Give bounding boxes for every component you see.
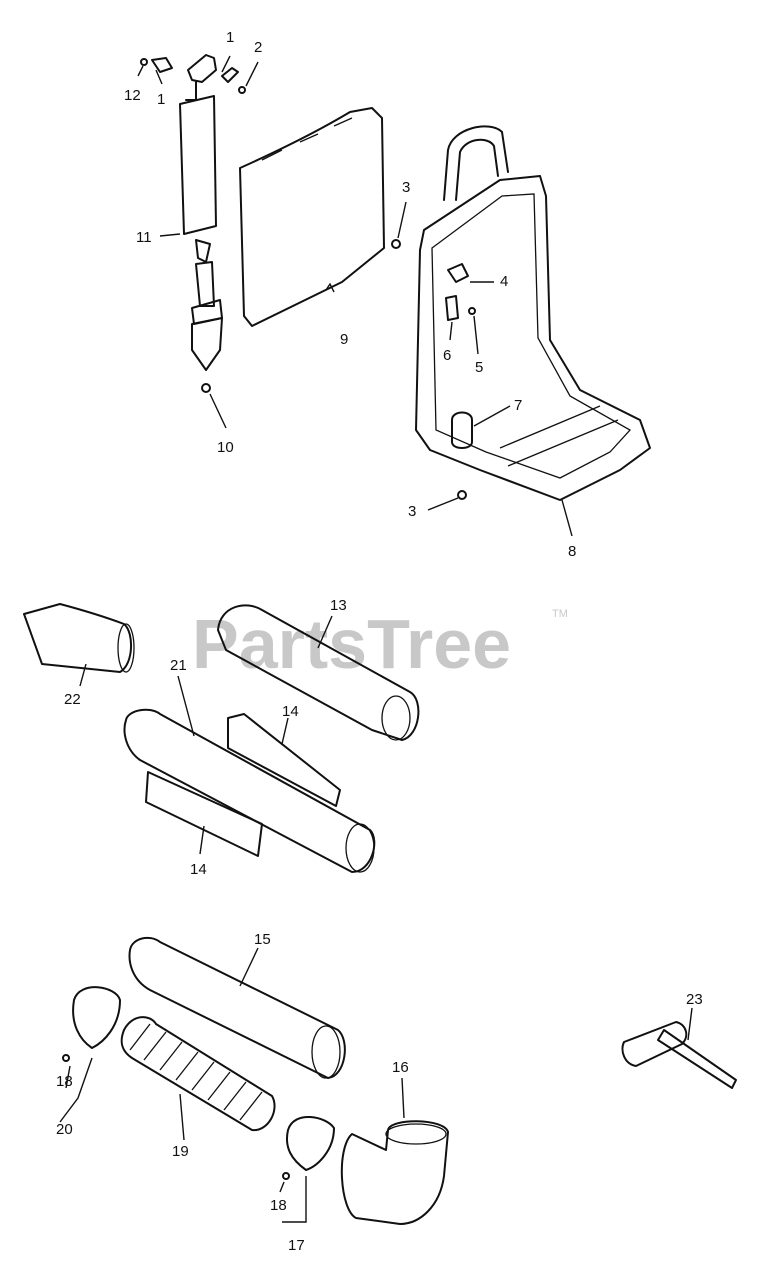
lower-blower-pipe[interactable] <box>123 708 376 873</box>
callout-11: 11 <box>136 229 152 246</box>
callout-3: 3 <box>408 503 416 520</box>
frame-mount-bracket[interactable] <box>447 263 469 283</box>
hose-clamp-lower[interactable] <box>286 1115 335 1171</box>
callout-7: 7 <box>514 397 522 414</box>
clamp-screw-upper <box>62 1054 70 1062</box>
callout-19: 19 <box>172 1143 189 1160</box>
flexible-hose[interactable] <box>120 1016 276 1132</box>
upper-blower-pipe[interactable] <box>217 604 420 741</box>
callout-10: 10 <box>217 439 234 456</box>
callout-3: 3 <box>402 179 410 196</box>
screw <box>468 307 476 315</box>
callout-5: 5 <box>475 359 483 376</box>
callout-2: 2 <box>254 39 262 56</box>
callout-1: 1 <box>157 91 165 108</box>
back-pad[interactable] <box>239 107 385 327</box>
backpack-frame[interactable] <box>415 125 651 501</box>
callout-13: 13 <box>330 597 347 614</box>
decal-upper <box>227 713 341 807</box>
flexible-pipe-connector[interactable] <box>128 936 346 1079</box>
callout-4: 4 <box>500 273 508 290</box>
callout-15: 15 <box>254 931 271 948</box>
callout-22: 22 <box>64 691 81 708</box>
elbow-fitting[interactable] <box>340 1120 449 1225</box>
callout-1: 1 <box>226 29 234 46</box>
callout-18: 18 <box>270 1197 287 1214</box>
callout-8: 8 <box>568 543 576 560</box>
callout-23: 23 <box>686 991 703 1008</box>
vibration-isolator[interactable] <box>451 411 473 449</box>
callout-14: 14 <box>190 861 207 878</box>
decal-lower <box>145 771 263 857</box>
rubber-grommet[interactable] <box>445 295 459 321</box>
hose-clamp-upper[interactable] <box>72 986 121 1049</box>
watermark-text: PartsTree <box>192 605 511 683</box>
shoulder-strap-assembly[interactable] <box>140 54 246 393</box>
leader-lines <box>59 55 693 1223</box>
nozzle[interactable] <box>23 603 132 673</box>
callout-20: 20 <box>56 1121 73 1138</box>
clamp-screw-lower <box>282 1172 290 1180</box>
callout-21: 21 <box>170 657 187 674</box>
callout-14: 14 <box>282 703 299 720</box>
callout-16: 16 <box>392 1059 409 1076</box>
callout-6: 6 <box>443 347 451 364</box>
callout-18: 18 <box>56 1073 73 1090</box>
callout-17: 17 <box>288 1237 305 1254</box>
callout-9: 9 <box>340 331 348 348</box>
watermark-trademark: TM <box>552 608 568 620</box>
hex-nut-lower <box>457 490 467 500</box>
callout-12: 12 <box>124 87 141 104</box>
spark-plug-wrench[interactable] <box>621 1021 737 1089</box>
hex-nut-upper <box>391 239 401 249</box>
